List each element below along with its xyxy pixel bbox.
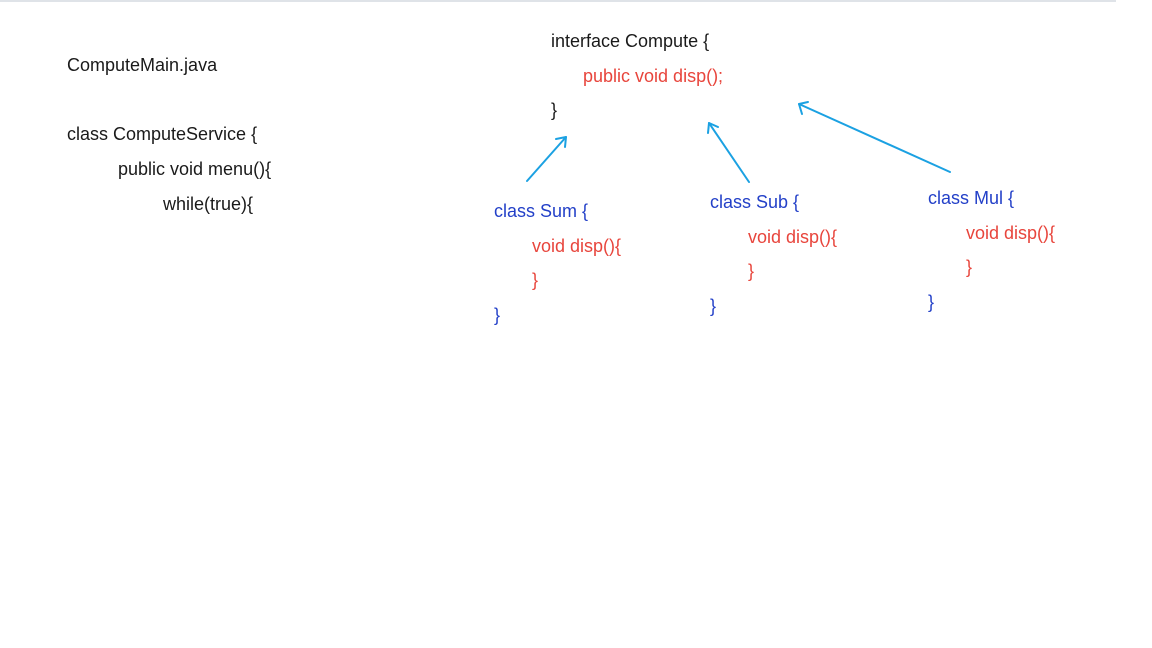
class-sum-header: class Sum { xyxy=(494,201,589,221)
class-mul-method-close: } xyxy=(966,257,973,277)
class-sub-close-brace: } xyxy=(710,296,717,316)
class-sum-method-close: } xyxy=(532,270,539,290)
compute-service-class-line: class ComputeService { xyxy=(67,124,258,144)
class-sub-method-close: } xyxy=(748,261,755,281)
class-sub-method: void disp(){ xyxy=(748,227,838,247)
class-mul-method: void disp(){ xyxy=(966,223,1056,243)
arrow-sub-to-interface xyxy=(707,122,750,183)
class-mul-close-brace: } xyxy=(928,292,935,312)
interface-method: public void disp(); xyxy=(583,66,724,86)
class-sub-header: class Sub { xyxy=(710,192,800,212)
arrow-mul-to-interface xyxy=(798,101,951,173)
interface-header: interface Compute { xyxy=(551,31,710,51)
while-loop-line: while(true){ xyxy=(163,194,254,214)
arrow-sum-to-interface xyxy=(526,136,567,182)
class-mul-header: class Mul { xyxy=(928,188,1015,208)
class-sum-method: void disp(){ xyxy=(532,236,622,256)
top-border xyxy=(0,0,1116,2)
class-sum-close-brace: } xyxy=(494,305,501,325)
interface-close-brace: } xyxy=(551,100,558,120)
menu-method-line: public void menu(){ xyxy=(118,159,272,179)
file-name: ComputeMain.java xyxy=(67,55,218,75)
